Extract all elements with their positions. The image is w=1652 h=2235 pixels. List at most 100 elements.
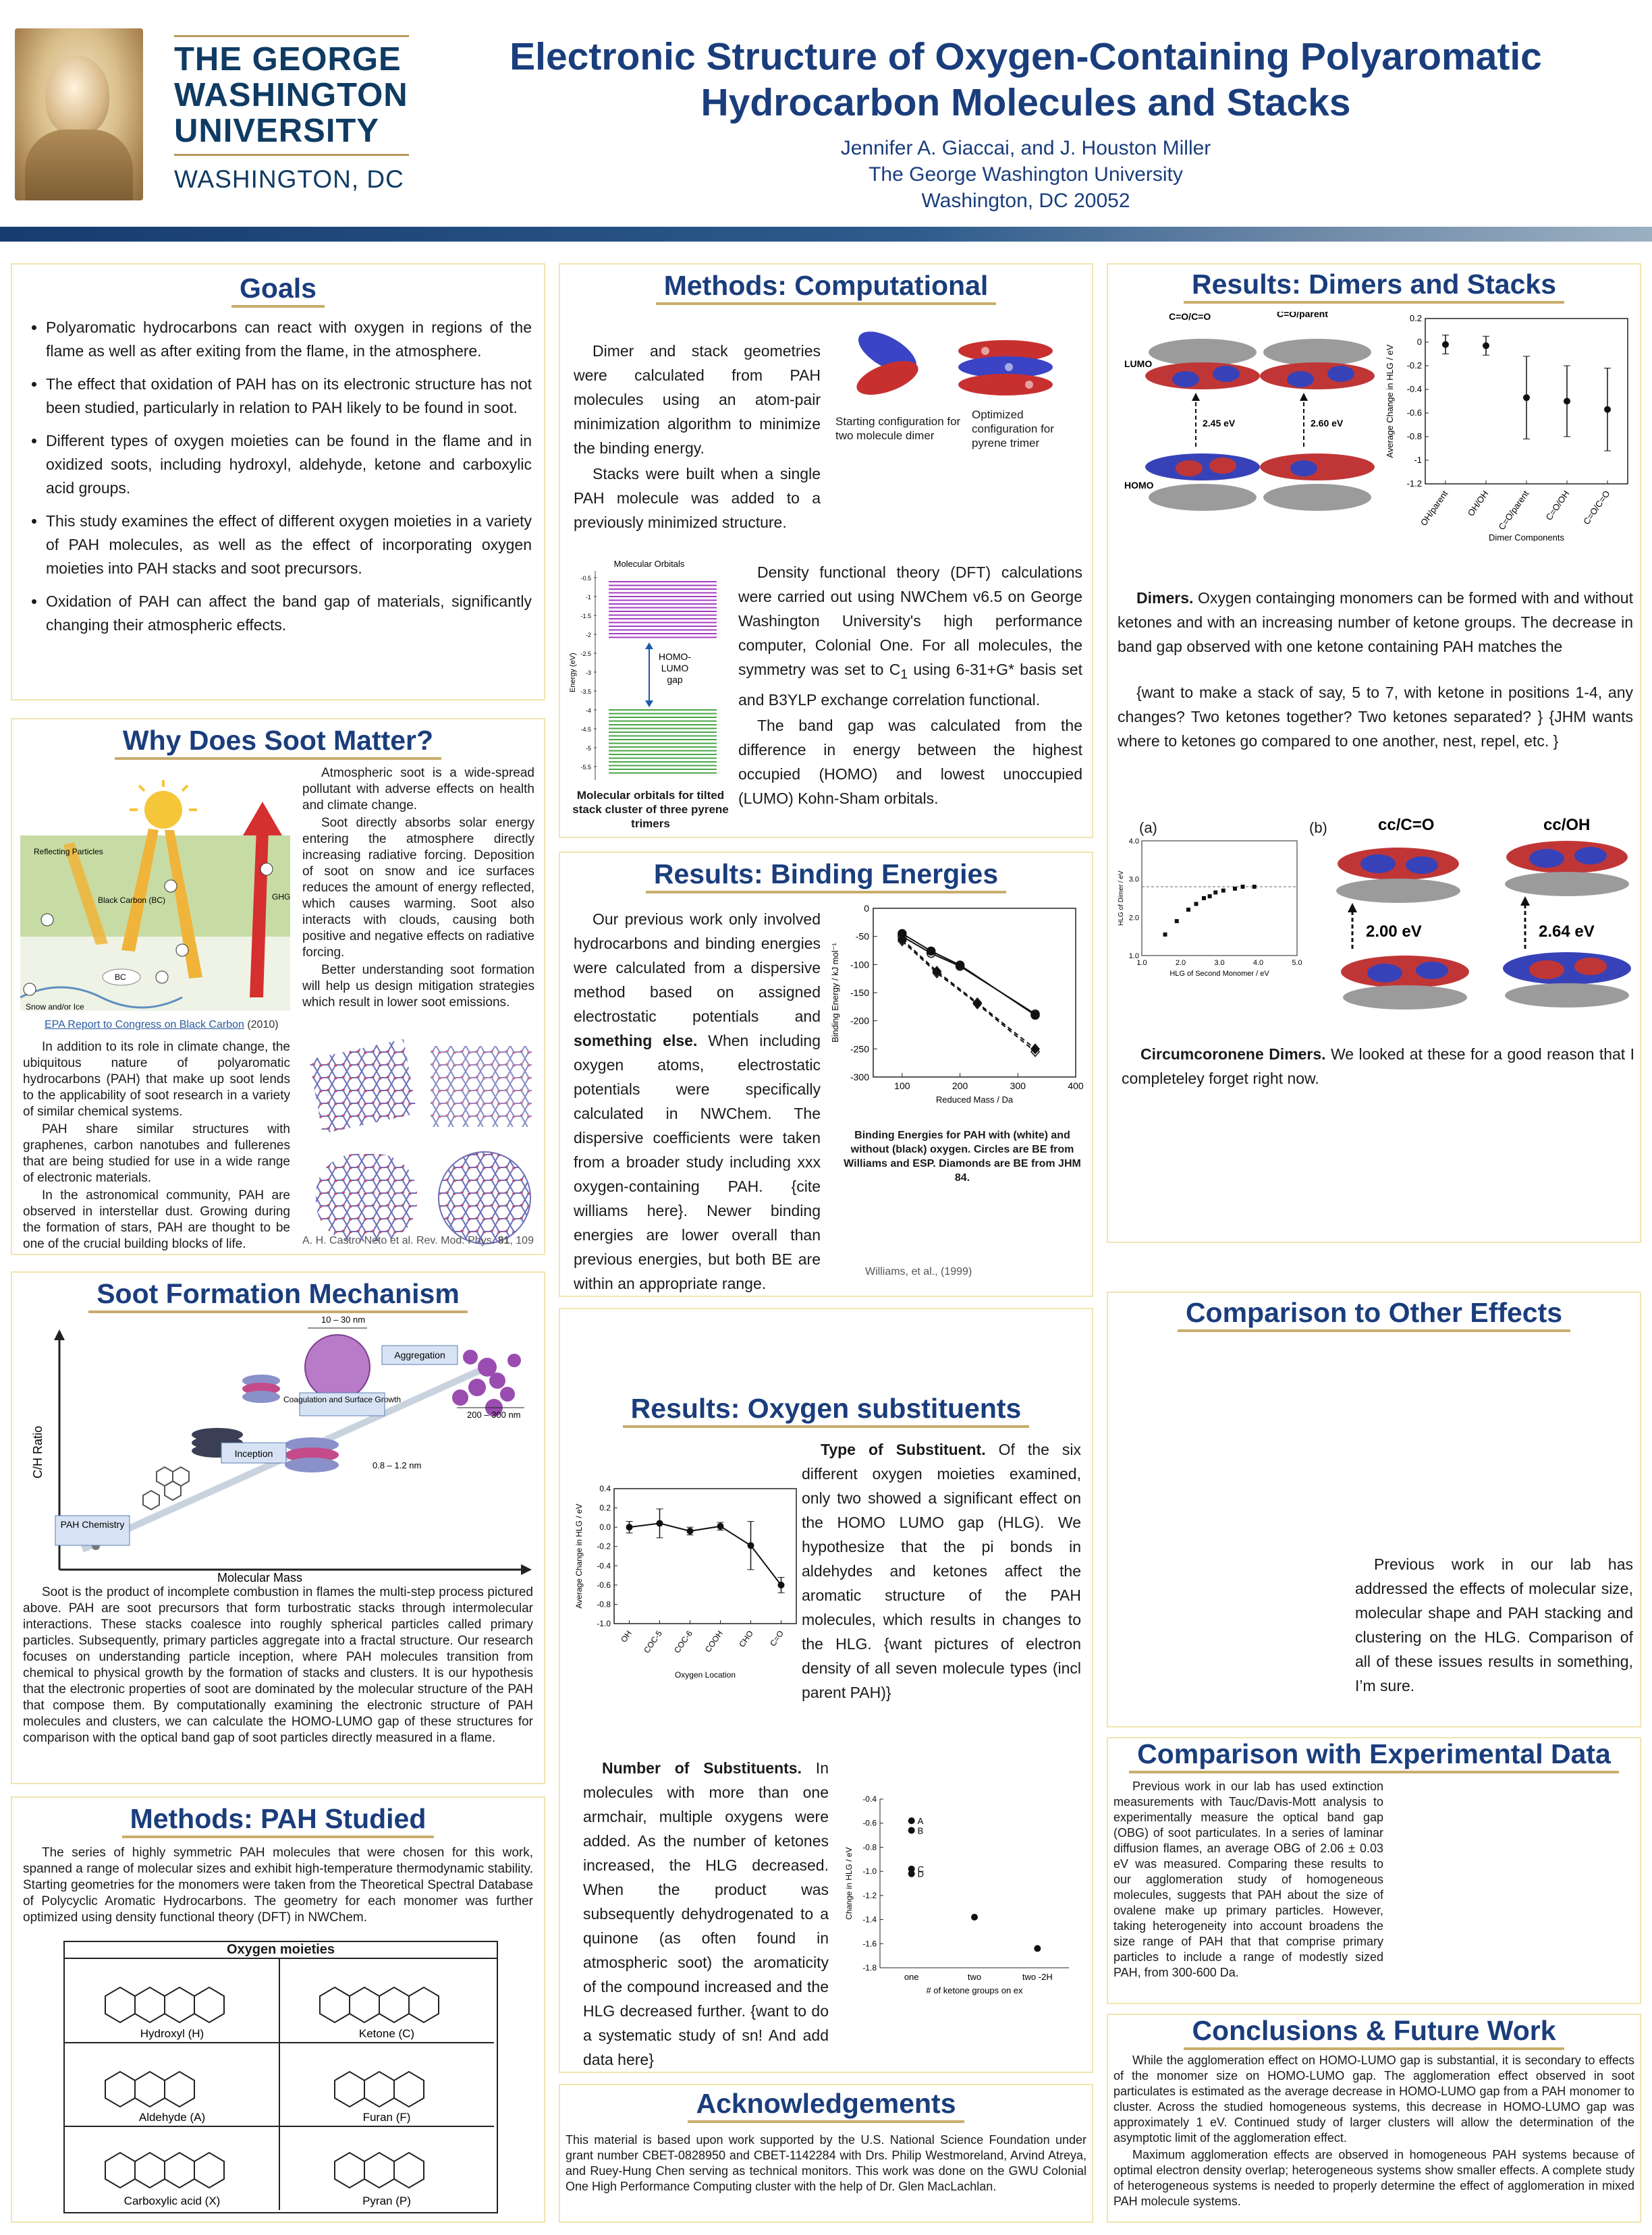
y-tick-label: -1.0 <box>862 1867 877 1876</box>
x-tick-label: 200 <box>952 1080 968 1091</box>
mo-tick-label: -0.5 <box>580 575 591 582</box>
x-tick-label: COC-5 <box>642 1628 664 1655</box>
data-point <box>908 1870 915 1877</box>
y-tick-label: -0.6 <box>1407 408 1422 418</box>
x-tick-label: OH <box>619 1629 634 1645</box>
y-tick-label: 0 <box>1417 337 1422 347</box>
oxygen-substituents-heading: Results: Oxygen substituents <box>560 1393 1092 1428</box>
soot-formation-diagram: C/H Ratio Molecular Mass PAH Chemistry I… <box>31 1315 532 1583</box>
mo-tick-label: -2.5 <box>580 651 591 657</box>
x-tick-label: one <box>904 1972 919 1982</box>
y-tick-label: -0.8 <box>1407 431 1422 441</box>
epa-report-link[interactable]: EPA Report to Congress on Black Carbon <box>45 1019 244 1030</box>
data-point <box>1174 919 1179 923</box>
molecular-orbitals-chart: Molecular Orbitals Energy (eV) -0.5-1-1.… <box>569 559 717 780</box>
x-axis-label: HLG of Second Monomer / eV <box>1169 970 1269 978</box>
data-point <box>972 997 983 1009</box>
y-tick-label: -0.4 <box>1407 384 1422 394</box>
mo-ylabel: Energy (eV) <box>569 653 577 692</box>
plot-frame <box>1141 840 1298 956</box>
x-tick-label: COC-6 <box>672 1628 694 1655</box>
moiety-hydroxyl: Hydroxyl (H) <box>140 2027 204 2040</box>
x-tick-label: C=O/OH <box>1543 489 1571 522</box>
circumcoronene-dimers-figure: cc/C=O cc/OH 2.00 eV 2.64 eV <box>1336 817 1631 1010</box>
x-axis-label: Reduced Mass / Da <box>936 1095 1014 1105</box>
soot-formation-panel: Soot Formation Mechanism C/H Ratio Molec… <box>11 1271 545 1784</box>
soot-formation-heading: Soot Formation Mechanism <box>12 1278 544 1313</box>
substituent-type-text: Type of Substituent. Of the six differen… <box>802 1441 1081 1701</box>
moieties-title: Oxygen moieties <box>65 1942 497 1959</box>
comparison-other-heading: Comparison to Other Effects <box>1108 1297 1640 1332</box>
goal-item: The effect that oxidation of PAH has on … <box>46 373 532 420</box>
label-homo: HOMO <box>1124 480 1154 491</box>
label-co-co: C=O/C=O <box>1169 312 1211 322</box>
x-tick-label: CHO <box>737 1629 755 1649</box>
point-label: A <box>918 1816 924 1826</box>
label-gap-1: 2.45 eV <box>1203 418 1236 429</box>
goal-item: Polyaromatic hydrocarbons can react with… <box>46 316 532 363</box>
conclusions-panel: Conclusions & Future Work While the aggl… <box>1107 2014 1641 2223</box>
y-tick-label: -300 <box>850 1072 869 1082</box>
dimer-orbitals-figure: C=O/C=O C=O/parent LUMO HOMO 2.45 eV 2.6… <box>1124 312 1375 511</box>
point-label: D <box>918 1869 924 1879</box>
x-tick-label: C=O/C=O <box>1581 489 1612 526</box>
y-tick-label: -0.8 <box>862 1842 877 1852</box>
data-point <box>932 966 942 977</box>
goals-list: Polyaromatic hydrocarbons can react with… <box>26 316 532 646</box>
caption-optimized-config: Optimized configuration for pyrene trime… <box>972 408 1054 449</box>
y-tick-label: 2.0 <box>1129 914 1139 922</box>
label-co-parent: C=O/parent <box>1277 312 1328 319</box>
caption-starting-config: Starting configuration for two molecule … <box>835 415 961 442</box>
plot-frame <box>613 1488 797 1624</box>
label-pah-chemistry: PAH Chemistry <box>61 1519 125 1530</box>
comparison-experimental-heading: Comparison with Experimental Data <box>1108 1738 1640 1773</box>
methods-computational-heading: Methods: Computational <box>560 270 1092 305</box>
data-point <box>1207 894 1212 899</box>
label-size-top: 10 – 30 nm <box>321 1315 365 1325</box>
dimers-stacks-panel: Results: Dimers and Stacks C=O/C=O C=O/p… <box>1107 263 1641 1243</box>
y-axis-label: Change in HLG / eV <box>844 1847 854 1919</box>
soot-matter-panel: Why Does Soot Matter? Reflecting Particl… <box>11 718 545 1255</box>
label-aggregation: Aggregation <box>394 1350 445 1360</box>
y-tick-label: -1.2 <box>1407 478 1422 489</box>
address: Washington, DC 20052 <box>921 190 1130 212</box>
x-axis-label: Molecular Mass <box>217 1571 302 1583</box>
label-cc-oh: cc/OH <box>1543 817 1590 834</box>
conclusions-heading: Conclusions & Future Work <box>1108 2015 1640 2050</box>
y-tick-label: -1.4 <box>862 1915 877 1925</box>
fig-label-black-carbon: Black Carbon (BC) <box>98 895 165 905</box>
y-tick-label: -0.6 <box>862 1819 877 1828</box>
y-tick-label: -1.6 <box>862 1939 877 1948</box>
poster-title: Electronic Structure of Oxygen-Containin… <box>510 35 1542 124</box>
x-tick-label: OH/OH <box>1466 489 1491 518</box>
comparison-experimental-text: Previous work in our lab has used extinc… <box>1113 1779 1383 1979</box>
comparison-other-text: Previous work in our lab has addressed t… <box>1355 1555 1633 1694</box>
mo-tick-label: -2 <box>586 632 591 638</box>
data-point <box>1564 397 1570 405</box>
soot-matter-right-text: Atmospheric soot is a wide-spread pollut… <box>302 766 534 1010</box>
header-banner <box>0 227 1652 242</box>
pah-studied-panel: Methods: PAH Studied The series of highl… <box>11 1796 545 2223</box>
mo-tick-label: -1.5 <box>580 613 591 619</box>
x-tick-label: 3.0 <box>1214 959 1224 967</box>
acknowledgements-heading: Acknowledgements <box>560 2088 1092 2123</box>
data-point <box>656 1520 663 1527</box>
data-point <box>908 1827 915 1834</box>
pah-studied-text: The series of highly symmetric PAH molec… <box>23 1846 533 1925</box>
goals-panel: Goals Polyaromatic hydrocarbons can reac… <box>11 263 545 700</box>
acknowledgements-text: This material is based upon work support… <box>566 2133 1086 2193</box>
y-axis-label: Average Change in HLG / eV <box>574 1503 584 1608</box>
methods-computational-panel: Methods: Computational Dimer and stack g… <box>559 263 1093 838</box>
moiety-pyran: Pyran (P) <box>362 2195 411 2207</box>
epa-reference[interactable]: EPA Report to Congress on Black Carbon (… <box>45 1019 279 1030</box>
label-lumo: LUMO <box>1124 358 1152 369</box>
y-axis-label: Average Change in HLG / eV <box>1385 344 1395 458</box>
data-point <box>1034 1945 1041 1952</box>
logo-rule-bottom <box>174 154 409 156</box>
data-point <box>777 1581 785 1589</box>
point-label: C <box>918 1865 924 1875</box>
y-tick-label: 0.2 <box>1410 313 1422 323</box>
williams-credit: Williams, et al., (1999) <box>865 1266 972 1277</box>
x-tick-label: C=O/parent <box>1496 489 1531 532</box>
